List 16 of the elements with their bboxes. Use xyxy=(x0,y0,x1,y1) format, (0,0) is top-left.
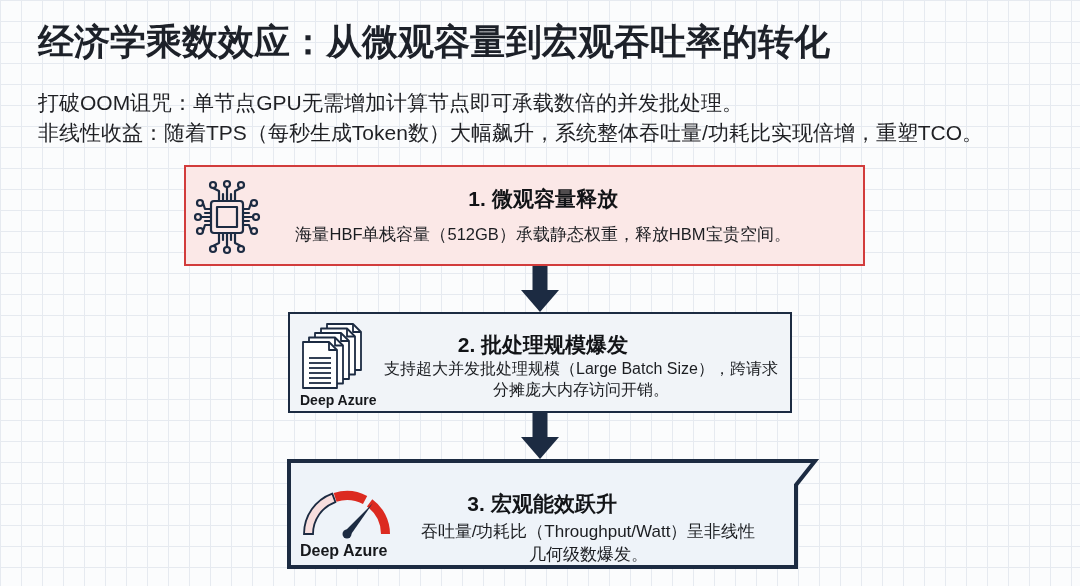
step-description: 吞吐量/功耗比（Throughput/Watt）呈非线性几何级数爆发。 xyxy=(419,521,757,566)
process-box xyxy=(184,165,865,266)
step-title: 2. 批处理规模爆发 xyxy=(456,332,630,358)
step-description: 海量HBF单栈容量（512GB）承载静态权重，释放HBM宝贵空间。 xyxy=(294,224,792,245)
process-box xyxy=(288,312,792,413)
arrow xyxy=(521,266,559,312)
description-text: 打破OOM诅咒：单节点GPU无需增加计算节点即可承载数倍的并发批处理。 xyxy=(38,90,744,116)
arrow xyxy=(521,413,559,459)
icon-caption: Deep Azure xyxy=(300,541,388,561)
step-title: 1. 微观容量释放 xyxy=(467,186,619,212)
step-title: 3. 宏观能效跃升 xyxy=(466,491,618,517)
icon-caption: Deep Azure xyxy=(300,391,377,409)
step-description: 支持超大并发批处理规模（Large Batch Size），跨请求分摊庞大内存访问开销。 xyxy=(383,359,779,400)
slide-title: 经济学乘数效应：从微观容量到宏观吞吐率的转化 xyxy=(38,20,830,64)
banner-box xyxy=(287,459,817,569)
description-text: 非线性收益：随着TPS（每秒生成Token数）大幅飙升，系统整体吞吐量/功耗比实现倍增，重塑TCO。 xyxy=(38,120,984,146)
